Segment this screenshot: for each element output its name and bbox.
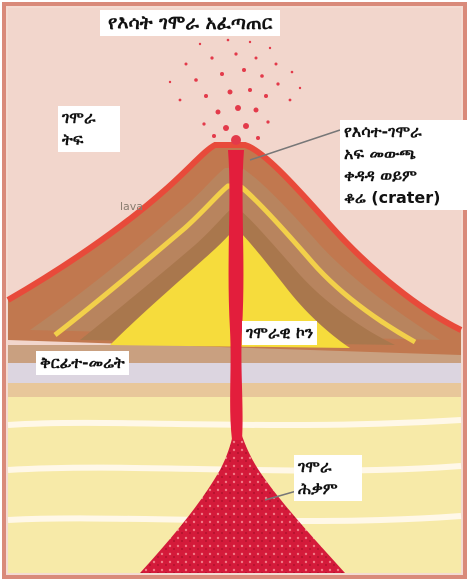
volcano-conduit bbox=[228, 150, 244, 440]
label-ash-cloud: ገሞራ ትፍ bbox=[58, 106, 120, 152]
label-earth-crust: ቅርፊተ-መሬት bbox=[36, 351, 129, 375]
label-crater: የእሳተ-ገሞራ አፍ መውጫ ቀዳዳ ወይም ቆሬ (crater) bbox=[340, 120, 469, 210]
side-text-lava: lava bbox=[120, 200, 143, 213]
diagram-title: የእሳት ገሞራ አፈጣጠር bbox=[100, 10, 280, 36]
label-magma-chamber: ገሞራ ሕቃም bbox=[294, 455, 362, 501]
label-volcanic-cone: ገሞራዊ ኮን bbox=[242, 321, 317, 345]
